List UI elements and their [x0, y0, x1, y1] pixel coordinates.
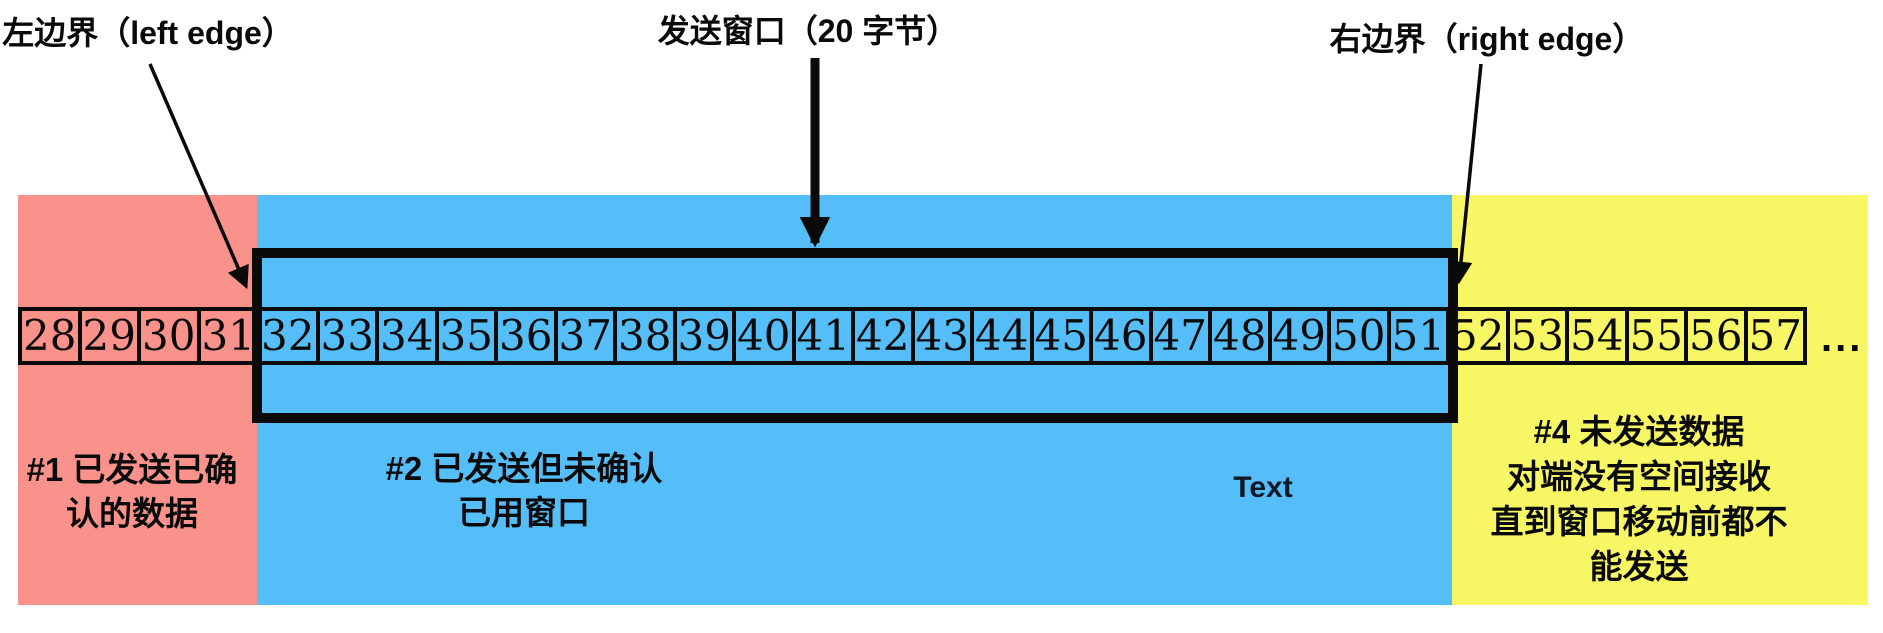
- sequence-cell-38: 38: [613, 307, 677, 365]
- sequence-cell-46: 46: [1089, 307, 1153, 365]
- left-edge-label: 左边界（left edge）: [2, 15, 294, 51]
- region-window-band: [257, 195, 1452, 605]
- region-unsent-band: [1452, 195, 1868, 605]
- region-unsent-label-line4: 能发送: [1589, 548, 1689, 585]
- sequence-cell-28: 28: [18, 307, 82, 365]
- region-unsent-label: #4 未发送数据 对端没有空间接收 直到窗口移动前都不 能发送: [1491, 409, 1788, 589]
- region-window-label: #2 已发送但未确认 已用窗口: [386, 447, 663, 535]
- sequence-cell-53: 53: [1505, 307, 1569, 365]
- right-edge-label: 右边界（right edge）: [1329, 21, 1645, 57]
- sequence-cell-30: 30: [137, 307, 201, 365]
- sequence-cell-45: 45: [1029, 307, 1093, 365]
- region-unsent-label-line1: #4 未发送数据: [1533, 413, 1745, 450]
- region-window-label-line1: #2 已发送但未确认: [385, 450, 663, 487]
- sequence-cell-44: 44: [970, 307, 1034, 365]
- sequence-cell-41: 41: [791, 307, 855, 365]
- region-unsent-label-line2: 对端没有空间接收: [1507, 458, 1771, 495]
- sequence-cell-33: 33: [315, 307, 379, 365]
- sequence-cell-52: 52: [1446, 307, 1510, 365]
- sequence-ellipsis: ...: [1821, 316, 1864, 360]
- send-window-outline: [252, 248, 1458, 423]
- region-acked-band: [18, 195, 257, 605]
- region-acked-label-line1: #1 已发送已确: [26, 451, 238, 488]
- sequence-cell-31: 31: [196, 307, 260, 365]
- sequence-cell-50: 50: [1327, 307, 1391, 365]
- sequence-cell-57: 57: [1743, 307, 1807, 365]
- region-unsent-label-line3: 直到窗口移动前都不: [1490, 503, 1788, 540]
- sequence-cell-56: 56: [1684, 307, 1748, 365]
- sequence-cell-35: 35: [434, 307, 498, 365]
- region-acked-label: #1 已发送已确 认的数据: [27, 448, 238, 536]
- sequence-cell-48: 48: [1208, 307, 1272, 365]
- sequence-cell-29: 29: [77, 307, 141, 365]
- region-window-label-line2: 已用窗口: [458, 494, 590, 531]
- send-window-label: 发送窗口（20 字节）: [657, 13, 959, 49]
- sequence-cell-42: 42: [851, 307, 915, 365]
- sequence-cell-55: 55: [1624, 307, 1688, 365]
- sequence-cell-40: 40: [732, 307, 796, 365]
- region-acked-label-line2: 认的数据: [66, 495, 198, 532]
- text-placeholder-label: Text: [1233, 471, 1293, 504]
- sequence-cell-54: 54: [1565, 307, 1629, 365]
